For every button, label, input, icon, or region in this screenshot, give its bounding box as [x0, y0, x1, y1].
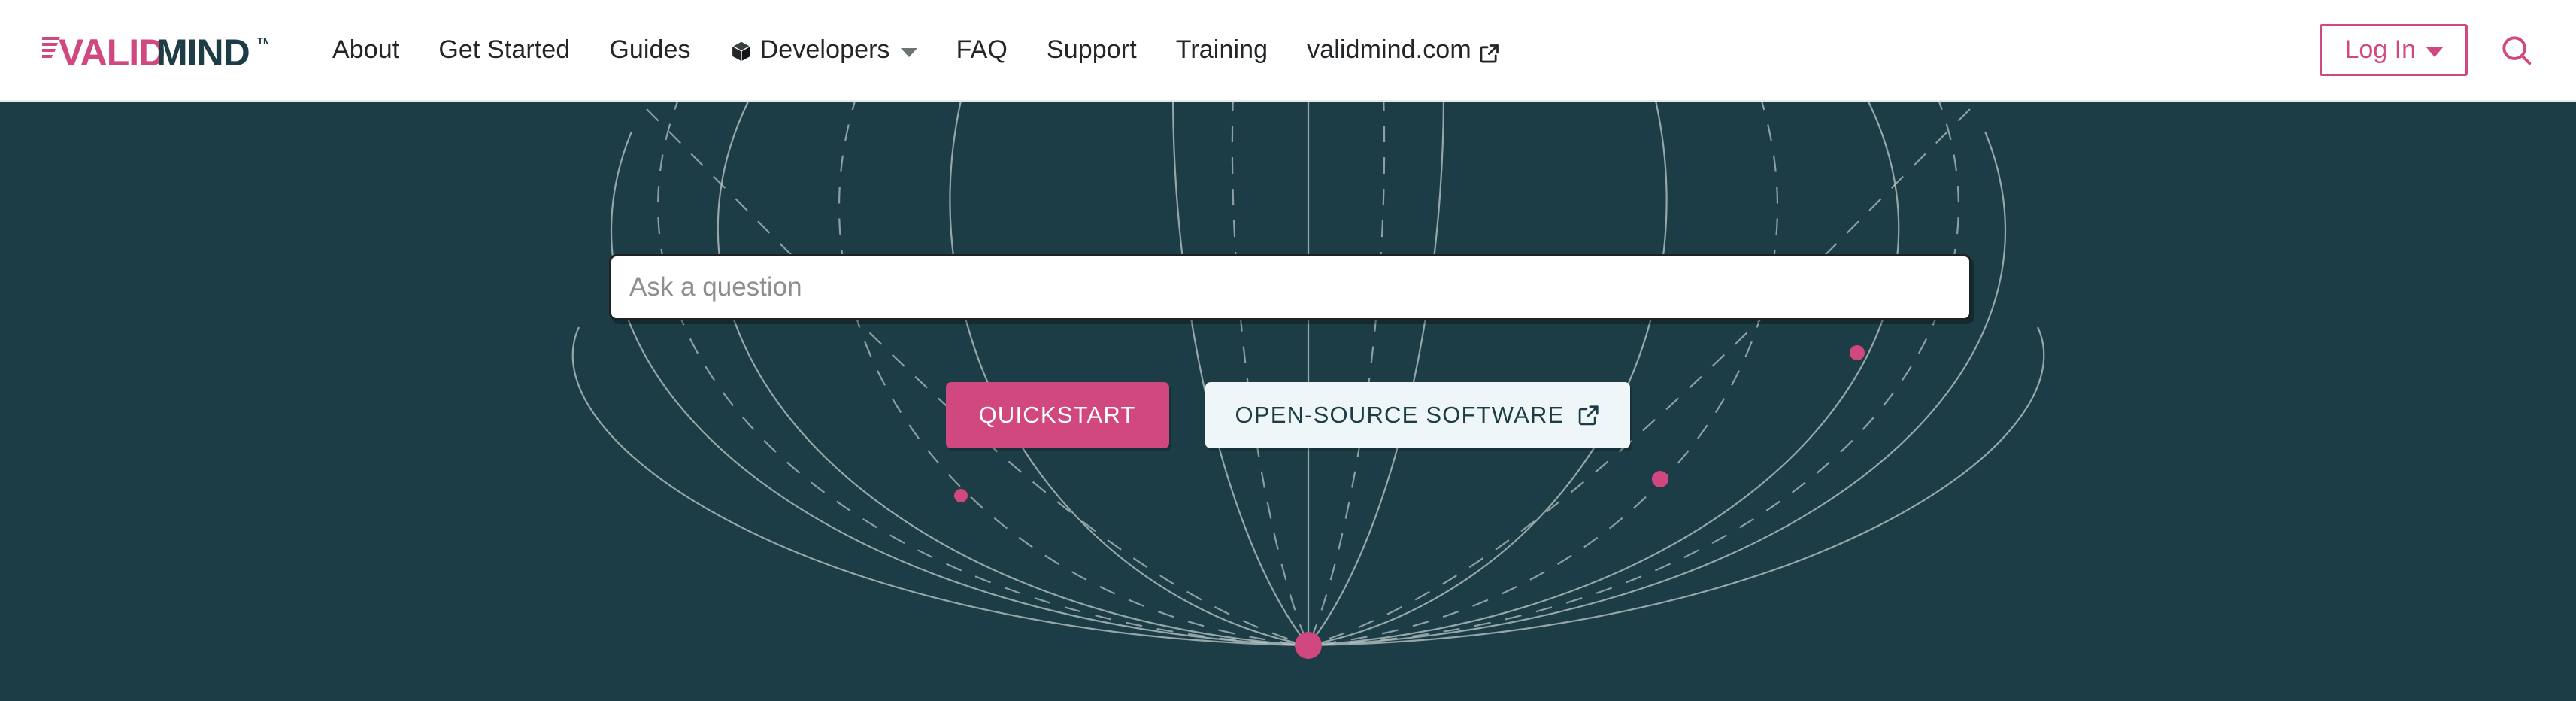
nav-item-label: Training: [1175, 35, 1268, 64]
node-dots: [954, 345, 1865, 659]
nav-item-label: About: [332, 35, 400, 64]
nav-item-label: Developers: [759, 35, 890, 64]
external-link-icon: [1577, 404, 1600, 426]
node-dot-left: [954, 489, 968, 502]
nav-item-label: Support: [1046, 35, 1137, 64]
search-icon[interactable]: [2499, 33, 2534, 68]
node-dot-center: [1295, 632, 1322, 659]
node-dot-upper-right: [1850, 345, 1865, 360]
nav-item-support[interactable]: Support: [1027, 28, 1156, 72]
nav-item-guides[interactable]: Guides: [589, 28, 710, 72]
site-header: VALID MIND TM About Get Started Guides: [0, 0, 2576, 102]
open-source-software-label: OPEN-SOURCE SOFTWARE: [1235, 402, 1565, 428]
svg-text:VALID: VALID: [59, 32, 165, 71]
nav-item-faq[interactable]: FAQ: [937, 28, 1027, 72]
hero-section: QUICKSTART OPEN-SOURCE SOFTWARE: [0, 102, 2576, 701]
nav-item-label: Get Started: [438, 35, 571, 64]
globe-wireframe-background: [0, 102, 2576, 701]
nav-item-developers[interactable]: Developers: [711, 28, 937, 72]
nav-item-label: Guides: [609, 35, 691, 64]
validmind-logo-mark: VALID MIND TM: [42, 32, 268, 71]
cube-icon: [730, 40, 753, 62]
nav-item-validmind-com[interactable]: validmind.com: [1287, 28, 1520, 72]
external-link-icon: [1479, 41, 1500, 62]
login-button[interactable]: Log In: [2320, 24, 2468, 76]
validmind-logo[interactable]: VALID MIND TM: [42, 32, 268, 71]
hero-cta-group: QUICKSTART OPEN-SOURCE SOFTWARE: [0, 382, 2576, 448]
chevron-down-icon: [2426, 47, 2443, 57]
meridian-lines: [571, 102, 2045, 647]
quickstart-button[interactable]: QUICKSTART: [945, 382, 1169, 448]
header-actions: Log In: [2320, 24, 2534, 76]
ask-a-question-input[interactable]: [609, 254, 1971, 320]
nav-item-training[interactable]: Training: [1156, 28, 1287, 72]
nav-item-label: validmind.com: [1307, 35, 1471, 64]
nav-item-label: FAQ: [956, 35, 1008, 64]
svg-text:MIND: MIND: [156, 32, 250, 71]
login-button-label: Log In: [2344, 35, 2416, 64]
main-navigation: About Get Started Guides Developers FA: [313, 28, 2320, 72]
hero-content: QUICKSTART OPEN-SOURCE SOFTWARE: [0, 102, 2576, 701]
chevron-down-icon: [900, 47, 917, 57]
open-source-software-button[interactable]: OPEN-SOURCE SOFTWARE: [1205, 382, 1631, 448]
nav-item-get-started[interactable]: Get Started: [419, 28, 589, 72]
svg-text:TM: TM: [257, 35, 268, 47]
nav-item-about[interactable]: About: [313, 28, 419, 72]
node-dot-right: [1652, 471, 1668, 487]
